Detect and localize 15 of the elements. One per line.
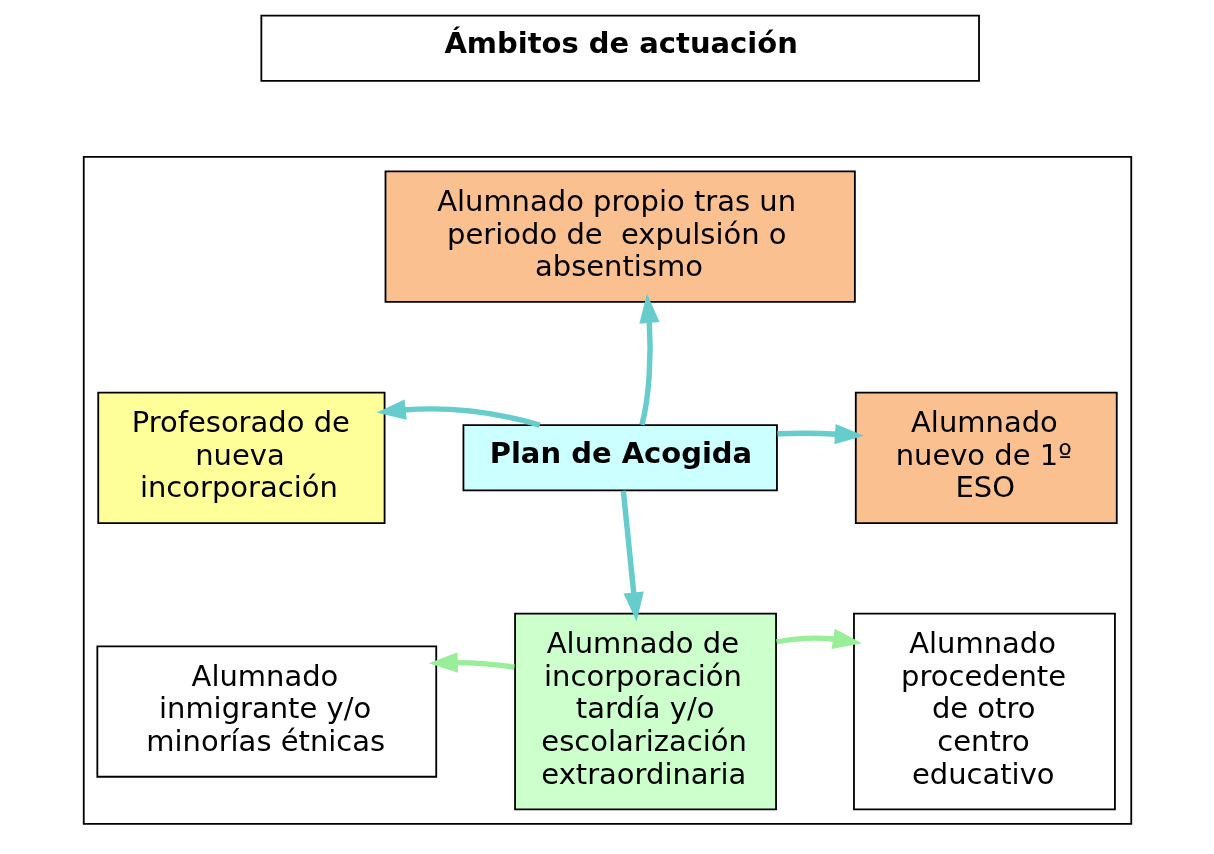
arrow bbox=[376, 399, 540, 428]
arrow bbox=[638, 293, 660, 426]
node-box: Plan de Acogida bbox=[462, 424, 778, 492]
node-box: Alumnado de incorporación tardía y/o escolarización extraordinaria bbox=[513, 612, 777, 811]
arrow bbox=[428, 652, 515, 673]
arrow bbox=[776, 423, 864, 445]
cluster bbox=[82, 156, 1132, 825]
arrow bbox=[620, 490, 644, 622]
node-box: Alumnado procedente de otro centro educativo bbox=[852, 612, 1116, 811]
node-box: Ámbitos de actuación bbox=[259, 14, 980, 82]
node-box: Alumnado propio tras un periodo de expulsión o absentismo bbox=[384, 170, 856, 303]
node-box: Alumnado inmigrante y/o minorías étnicas bbox=[95, 645, 437, 778]
node-box: Alumnado nuevo de 1º ESO bbox=[854, 391, 1118, 524]
node-box: Profesorado de nueva incorporación bbox=[96, 391, 385, 524]
arrow bbox=[775, 628, 862, 649]
